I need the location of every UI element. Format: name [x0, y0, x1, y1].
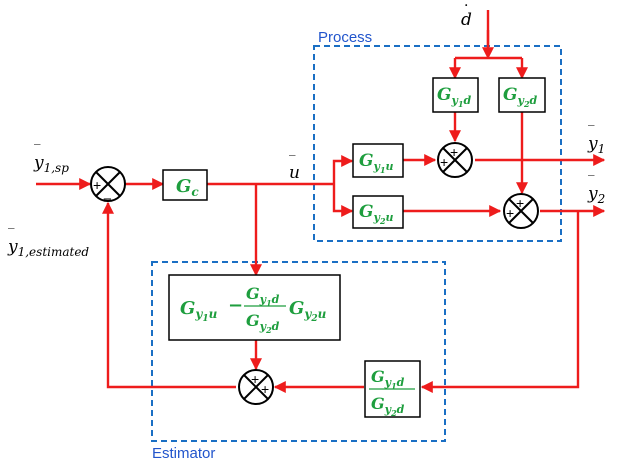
estimator-expression-block: Gy1u − Gy1d Gy2d Gy2u — [168, 274, 341, 341]
gc-block: Gc — [162, 169, 208, 201]
svg-text:y1,sp: y1,sp — [33, 153, 69, 175]
svg-text:Gy2d: Gy2d — [246, 311, 280, 335]
svg-text:Gy1u: Gy1u — [359, 151, 394, 175]
svg-text:Gy2d: Gy2d — [503, 85, 538, 109]
svg-text:Gc: Gc — [176, 176, 199, 199]
svg-text:y1: y1 — [587, 134, 605, 156]
estimator-group — [151, 261, 446, 442]
label-u: u ‾ — [289, 154, 300, 183]
svg-text:Gy2u: Gy2u — [359, 202, 394, 226]
wire-u-to-gy2u — [332, 184, 354, 217]
wire-u-to-gy1u — [332, 155, 354, 184]
svg-text:Gy1d: Gy1d — [246, 284, 280, 308]
wire-y2-feedback — [420, 211, 580, 393]
svg-text:+: + — [516, 195, 524, 211]
label-y1-estimated: y1,estimated ‾ — [7, 227, 89, 259]
svg-text:u: u — [289, 163, 300, 183]
svg-text:+: + — [506, 205, 514, 221]
label-setpoint: y1,sp ‾ — [33, 143, 69, 175]
svg-text:‾: ‾ — [8, 227, 15, 242]
svg-text:Gy2u: Gy2u — [289, 298, 327, 324]
estimator-label: Estimator — [152, 445, 215, 462]
summer-main: + − — [90, 166, 126, 208]
svg-text:Gy1d: Gy1d — [371, 367, 405, 391]
svg-text:+: + — [450, 144, 458, 160]
process-group — [313, 45, 562, 242]
svg-text:Gy1d: Gy1d — [437, 85, 472, 109]
label-disturbance: d · — [461, 0, 472, 30]
label-y1: y1 ‾ — [587, 124, 605, 156]
svg-text:‾: ‾ — [289, 154, 296, 169]
gy2d-block: Gy2d — [498, 77, 546, 113]
svg-text:Gy1u: Gy1u — [180, 298, 218, 324]
svg-text:+: + — [261, 381, 269, 397]
signal-wires — [36, 10, 606, 393]
process-label: Process — [318, 29, 372, 46]
svg-text:y1,estimated: y1,estimated — [7, 237, 89, 259]
svg-text:y2: y2 — [587, 184, 605, 206]
summer-y1: + + — [437, 142, 473, 178]
svg-text:+: + — [251, 371, 259, 387]
svg-text:‾: ‾ — [34, 143, 41, 158]
ratio-block: Gy1d Gy2d — [364, 360, 421, 418]
wire-estimate-feedback — [102, 201, 236, 389]
svg-text:‾: ‾ — [588, 124, 595, 139]
svg-text:−: − — [103, 191, 112, 208]
svg-text:d: d — [461, 10, 472, 30]
svg-text:+: + — [440, 154, 448, 170]
svg-text:·: · — [464, 0, 468, 14]
svg-text:‾: ‾ — [588, 174, 595, 189]
gy2u-block: Gy2u — [352, 195, 404, 229]
svg-text:−: − — [228, 295, 243, 316]
label-y2: y2 ‾ — [587, 174, 605, 206]
gy1d-block: Gy1d — [432, 77, 479, 113]
summer-estimator: + + — [238, 369, 274, 405]
svg-text:Gy2d: Gy2d — [371, 394, 405, 418]
gy1u-block: Gy1u — [352, 143, 404, 178]
svg-text:+: + — [93, 177, 101, 193]
summer-y2: + + — [503, 193, 539, 229]
